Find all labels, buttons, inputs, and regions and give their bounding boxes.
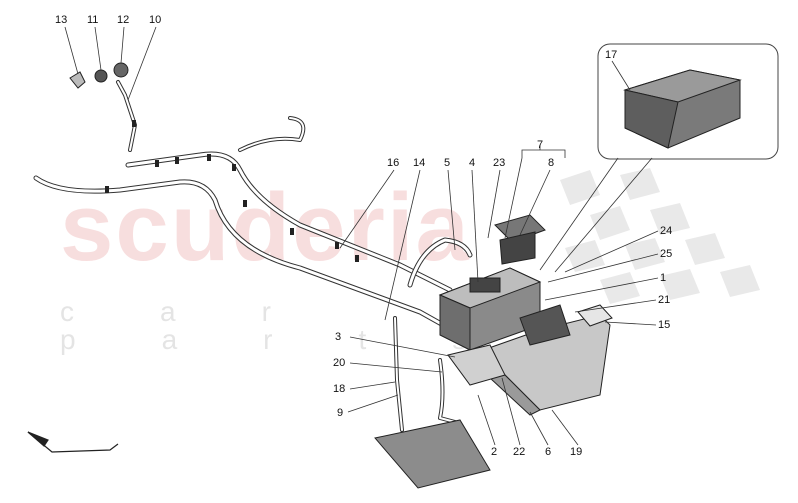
connector-parts-11-12-13 — [69, 62, 129, 89]
main-harness — [33, 80, 473, 432]
callout-7: 7 — [537, 139, 544, 151]
fuse-box-8 — [494, 214, 546, 265]
bracket-2 — [447, 344, 506, 386]
harness-clips — [105, 120, 359, 262]
callout-14: 14 — [413, 157, 426, 169]
callout-1: 1 — [660, 272, 667, 284]
callout-4: 4 — [469, 157, 476, 169]
callout-21: 21 — [658, 294, 671, 306]
callout-10: 10 — [149, 14, 162, 26]
floor-plate — [374, 419, 491, 489]
watermark-subtitle: car parts — [60, 296, 553, 355]
callout-22: 22 — [513, 446, 526, 458]
callout-19: 19 — [570, 446, 583, 458]
direction-arrow-icon — [27, 431, 119, 453]
callout-20: 20 — [333, 357, 346, 369]
callout-9: 9 — [337, 407, 344, 419]
battery-1 — [438, 267, 542, 351]
callout-11: 11 — [87, 14, 99, 26]
callout-13: 13 — [55, 14, 68, 26]
watermark-brand: scuderia — [60, 174, 471, 281]
callout-24: 24 — [660, 225, 673, 237]
callout-5: 5 — [444, 157, 451, 169]
callout-18: 18 — [333, 383, 346, 395]
callout-3: 3 — [335, 331, 342, 343]
callout-8: 8 — [548, 157, 555, 169]
callout-6: 6 — [545, 446, 552, 458]
callout-2: 2 — [491, 446, 498, 458]
callout-23: 23 — [493, 157, 506, 169]
checkered-flag-watermark — [560, 168, 760, 304]
callout-12: 12 — [117, 14, 130, 26]
callout-25: 25 — [660, 248, 673, 260]
callout-15: 15 — [658, 319, 671, 331]
callout-17: 17 — [605, 49, 618, 61]
leader-lines — [64, 26, 659, 446]
callout-16: 16 — [387, 157, 400, 169]
tray-17 — [623, 69, 742, 149]
